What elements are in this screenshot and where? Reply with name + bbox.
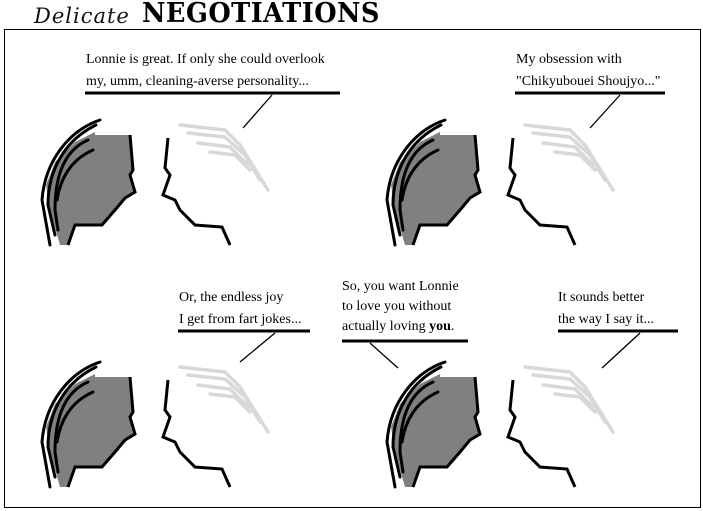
speech-bubble-2: My obsession with "Chikyubouei Shoujyo..… — [516, 49, 660, 93]
title-main: NEGOTIATIONS — [141, 0, 380, 29]
speech-bubble-interjection: So, you want Lonnie to love you without … — [342, 277, 459, 337]
speech-line: actually loving you. — [342, 317, 459, 337]
speech-line: Lonnie is great. If only she could overl… — [86, 52, 325, 67]
speech-line: I get from fart jokes... — [179, 312, 302, 327]
speech-line: My obsession with — [516, 52, 622, 67]
speech-bubble-4: It sounds better the way I say it... — [558, 287, 654, 331]
speech-line: the way I say it... — [558, 312, 655, 327]
speech-line: Or, the endless joy — [179, 290, 284, 305]
speech-tails — [239, 94, 641, 369]
speech-bubble-1: Lonnie is great. If only she could overl… — [86, 49, 325, 93]
speech-text: actually loving — [342, 319, 430, 334]
characters-panel-1 — [40, 118, 270, 247]
title-script: Delicate — [34, 4, 130, 28]
speech-line: "Chikyubouei Shoujyo..." — [516, 74, 661, 89]
speech-emphasis: you — [429, 319, 451, 334]
characters-panel-4 — [385, 360, 615, 489]
comic-frame — [4, 29, 701, 508]
comic-title: Delicate NEGOTIATIONS — [34, 0, 392, 28]
speech-line: It sounds better — [558, 290, 645, 305]
speech-line: So, you want Lonnie — [342, 279, 459, 294]
speech-punctuation: . — [450, 319, 455, 334]
speech-line: my, umm, cleaning-averse personality... — [86, 74, 309, 89]
characters-panel-3 — [40, 360, 270, 489]
speech-underlines — [85, 91, 678, 343]
speech-bubble-3: Or, the endless joy I get from fart joke… — [179, 287, 301, 331]
characters-panel-2 — [385, 118, 615, 247]
speech-line: to love you without — [342, 299, 452, 314]
